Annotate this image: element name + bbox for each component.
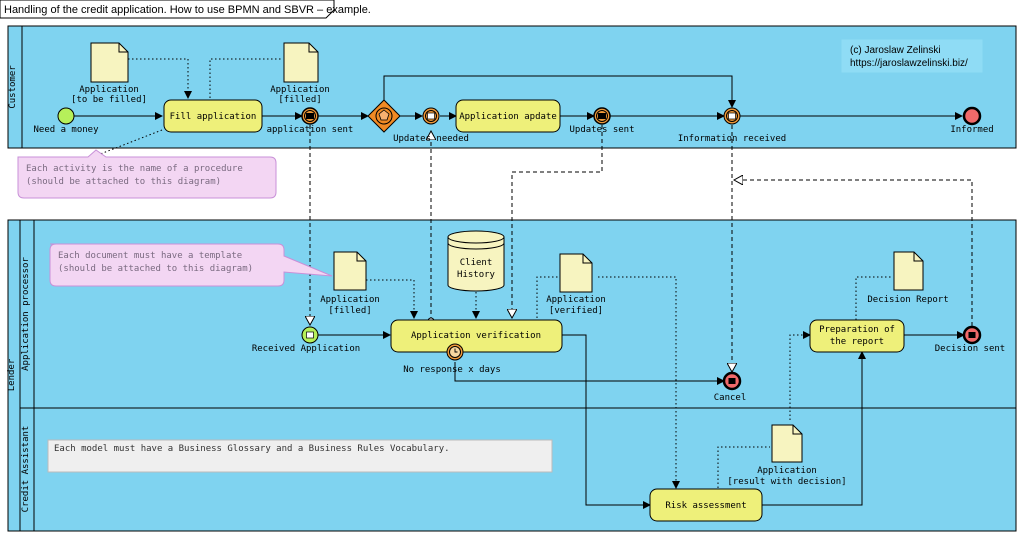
event-updates-sent[interactable]: Updates sent [569,107,635,135]
task-risk-assessment[interactable]: Risk assessment [649,488,763,522]
note-document-line-2: (should be attached to this diagram) [58,264,253,274]
note-activity: Each activity is the name of a procedure… [17,149,277,199]
timer-boundary-event[interactable]: No response x days [403,343,501,375]
envelope-icon [728,112,736,120]
doc-verified-label-1: Application [546,295,606,305]
envelope-icon [598,113,606,119]
note-document: Each document must have a template (shou… [49,243,333,287]
lane-assistant-label: Credit Assistant [21,426,31,513]
pentagon-icon [378,109,390,121]
doc-filled-customer-label-1: Application [270,85,330,95]
message-flows [310,125,973,372]
doc-result-label-2: [result with decision] [727,477,846,487]
task-risk-label: Risk assessment [665,501,746,511]
envelope-icon [306,113,314,119]
document-application-to-be-filled: Application [to be filled] [71,42,147,105]
start-event-label: Need a money [33,125,99,135]
doc-to-fill-label-1: Application [79,85,139,95]
end-cancel-label: Cancel [714,393,747,403]
end-event-cancel[interactable]: Cancel [714,371,747,403]
task-application-update[interactable]: Application apdate [455,99,561,133]
clock-icon [454,348,458,353]
start-event-received-application[interactable]: Received Application [252,326,360,354]
diagram-title-tab: Handling of the credit application. How … [0,0,371,19]
copyright-box: (c) Jaroslaw Zelinski https://jaroslawze… [841,39,983,73]
task-fill-application[interactable]: Fill application [163,99,263,133]
event-received-label: Received Application [252,344,360,354]
event-updates-needed-label: Updates needed [393,134,469,144]
note-activity-line-2: (should be attached to this diagram) [26,177,221,187]
lender-pool-label: Lender [7,358,17,391]
data-associations [89,58,892,489]
end-decision-label: Decision sent [935,344,1005,354]
datastore-client-history: Client History [447,230,505,292]
task-application-verification[interactable]: Application verification [390,319,563,353]
envelope-icon [728,378,736,384]
event-application-sent-label: application sent [267,125,354,135]
event-information-received[interactable]: Information received [678,107,786,144]
envelope-icon [968,332,976,338]
task-report-label-1: Preparation of [819,325,895,335]
timer-label: No response x days [403,365,501,375]
task-report-label-2: the report [830,337,884,347]
task-verification-label: Application verification [411,331,541,341]
copyright-text: (c) Jaroslaw Zelinski [850,45,941,56]
lane-processor-label: Application processor [21,257,31,371]
diagram-title: Handling of the credit application. How … [4,4,371,16]
document-application-result: Application [result with decision] [727,424,847,487]
doc-filled-lender-label-1: Application [320,295,380,305]
note-glossary-text: Each model must have a Business Glossary… [54,444,450,454]
event-application-sent[interactable]: application sent [267,107,354,135]
task-preparation-of-report[interactable]: Preparation of the report [809,319,905,353]
event-updates-sent-label: Updates sent [569,125,634,135]
document-application-verified: Application [verified] [546,253,606,316]
copyright-url[interactable]: https://jaroslawzelinski.biz/ [850,58,968,69]
event-based-gateway[interactable] [367,99,401,133]
event-information-received-label: Information received [678,134,786,144]
document-application-filled-lender: Application [filled] [320,251,380,316]
end-event-informed-label: Informed [950,125,993,135]
end-event-informed[interactable]: Informed [950,106,994,135]
note-activity-line-1: Each activity is the name of a procedure [26,164,243,174]
doc-decision-report-label: Decision Report [867,295,948,305]
doc-filled-customer-label-2: [filled] [278,95,321,105]
note-glossary: Each model must have a Business Glossary… [47,439,553,473]
doc-to-fill-label-2: [to be filled] [71,95,147,105]
task-fill-application-label: Fill application [170,112,257,122]
doc-verified-label-2: [verified] [549,306,603,316]
envelope-icon [306,331,314,339]
datastore-label-1: Client [460,258,493,268]
event-updates-needed[interactable]: Updates needed [393,107,469,144]
doc-result-label-1: Application [757,466,817,476]
document-decision-report: Decision Report [867,251,949,305]
document-application-filled-customer: Application [filled] [270,42,330,105]
sequence-flows [74,75,965,509]
datastore-label-2: History [457,270,496,280]
start-event-need-money[interactable]: Need a money [33,107,99,135]
customer-pool-label: Customer [8,65,18,109]
note-document-line-1: Each document must have a template [58,251,242,261]
end-event-decision-sent[interactable]: Decision sent [935,325,1005,354]
envelope-icon [427,112,435,120]
task-application-update-label: Application apdate [459,112,557,122]
doc-filled-lender-label-2: [filled] [328,306,371,316]
